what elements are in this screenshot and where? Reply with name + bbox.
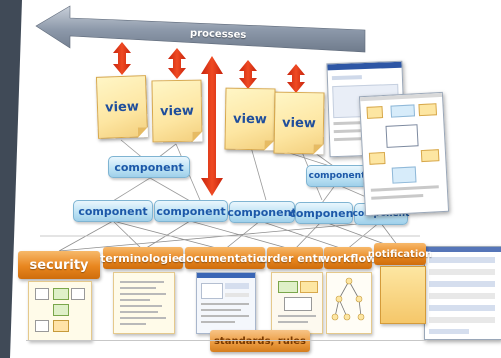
- security-document-thumbnail: [28, 281, 92, 341]
- service-notification: notification: [368, 243, 432, 265]
- service-terminologies: terminologies: [100, 247, 186, 269]
- view-card-4: view: [273, 91, 325, 155]
- order-entry-document-thumbnail: [271, 272, 323, 334]
- view-label: view: [232, 111, 268, 127]
- documentation-document-thumbnail: [196, 272, 256, 334]
- view-card-1: view: [95, 75, 149, 139]
- screenshot-panel-bottom-right: [424, 246, 501, 340]
- view-process-arrows: [113, 42, 305, 93]
- view-card-2: view: [151, 79, 203, 143]
- processes-label: processes: [189, 28, 247, 41]
- component-lower-2: component: [154, 200, 228, 222]
- view-label: view: [281, 115, 317, 131]
- service-documentation: documentation: [178, 247, 272, 269]
- view-label: view: [159, 103, 195, 119]
- component-lower-4: component: [289, 202, 359, 224]
- component-lower-3: component: [227, 201, 297, 223]
- view-card-3: view: [224, 87, 276, 151]
- processes-arrow: [35, 5, 366, 53]
- foundation-label: standards, rules: [213, 335, 307, 347]
- service-order-entry: order entry: [260, 247, 330, 269]
- foundation-label-bar: standards, rules: [210, 330, 310, 352]
- foundation-baseline: [26, 340, 426, 341]
- left-edge-shape: [0, 0, 22, 358]
- component-lower-1: component: [73, 200, 153, 222]
- screenshot-panel-front: [358, 91, 450, 217]
- workflow-document-thumbnail: [326, 272, 372, 334]
- terminologies-document-thumbnail: [113, 272, 175, 334]
- service-security: security: [18, 251, 100, 279]
- notification-document-thumbnail: [380, 266, 426, 324]
- component-upper-2: component: [306, 165, 368, 187]
- service-workflow: workflow: [320, 247, 376, 269]
- component-upper-1: component: [108, 156, 190, 178]
- view-label: view: [104, 98, 140, 116]
- component-service-connectors: [40, 220, 420, 252]
- vertical-integration-arrow: [201, 56, 223, 196]
